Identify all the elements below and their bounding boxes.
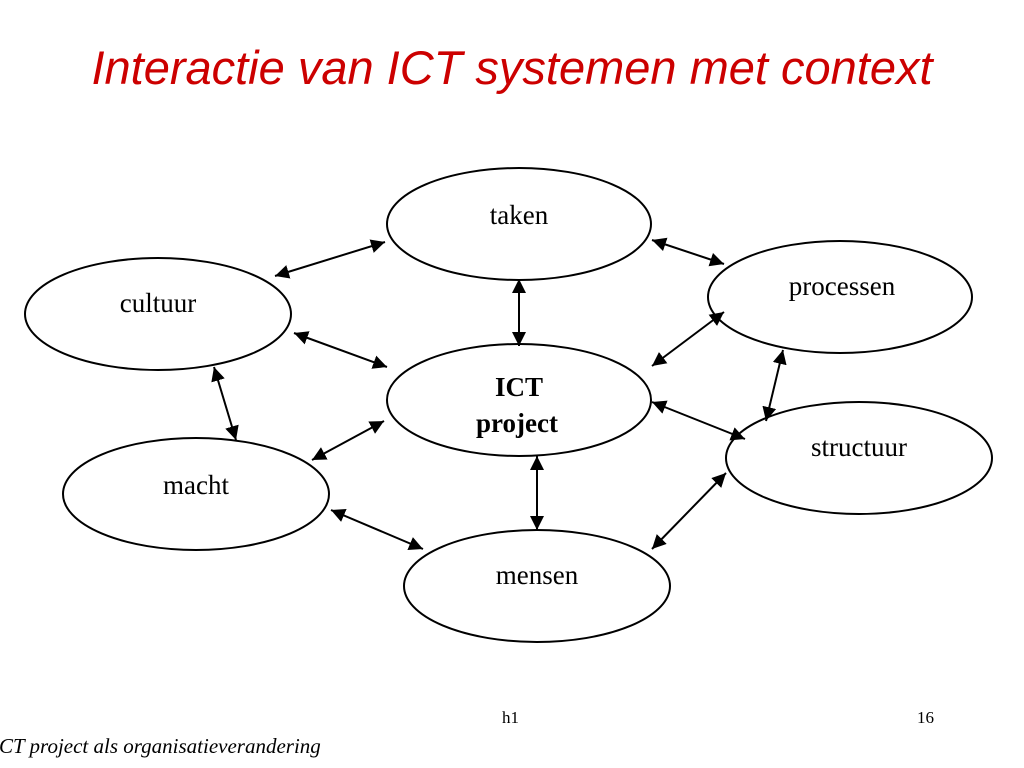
arrow-macht-mensen xyxy=(330,509,424,550)
arrow-cultuur-taken xyxy=(274,239,386,279)
node-cultuur xyxy=(24,257,292,371)
arrow-cultuur-ict xyxy=(293,331,388,369)
label-structuur: structuur xyxy=(811,432,907,462)
arrow-ict-structuur xyxy=(651,400,746,441)
label-ict: ICT xyxy=(495,372,543,402)
label-macht: macht xyxy=(163,470,229,500)
label-processen: processen xyxy=(789,271,896,301)
label-cultuur: cultuur xyxy=(120,288,196,318)
arrow-cultuur-macht xyxy=(211,366,239,441)
arrow-ict-macht xyxy=(311,420,385,461)
arrow-processen-ict xyxy=(651,311,725,367)
node-macht xyxy=(62,437,330,551)
arrow-processen-structuur xyxy=(762,349,787,422)
arrow-taken-processen xyxy=(651,237,725,267)
label-taken: taken xyxy=(490,200,549,230)
footer-left-text: ICT project als organisatieverandering xyxy=(0,734,321,758)
slide-title: Interactie van ICT systemen met context xyxy=(91,41,933,94)
label-mensen: mensen xyxy=(496,560,579,590)
label-project: project xyxy=(476,408,558,438)
footer-center-text: h1 xyxy=(502,708,519,727)
node-structuur xyxy=(725,401,993,515)
arrow-structuur-mensen xyxy=(651,472,727,550)
node-processen xyxy=(707,240,973,354)
page-number: 16 xyxy=(917,708,934,727)
